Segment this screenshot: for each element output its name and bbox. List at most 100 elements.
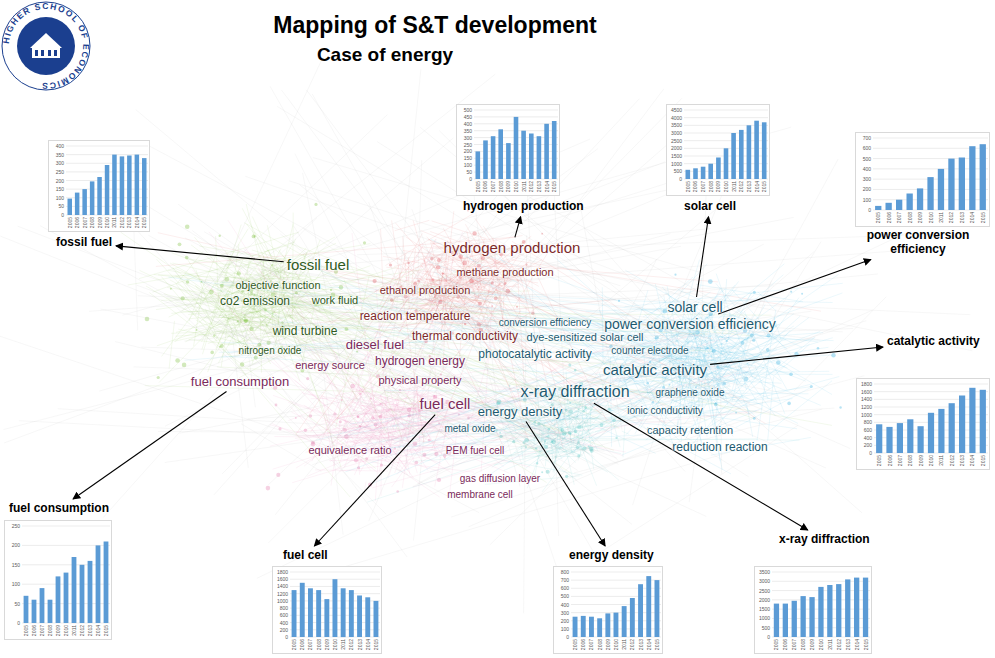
term-text: power conversion efficiency — [604, 316, 776, 332]
bar — [938, 409, 944, 453]
map-term: fuel consumption — [190, 375, 290, 390]
axis-tick: 2500 — [755, 588, 770, 594]
axis-year: 2007 — [897, 455, 903, 469]
axis-tick: 1400 — [857, 396, 872, 402]
callout-arrow — [526, 422, 605, 547]
map-term: PEM fuel cell — [446, 445, 504, 456]
axis-year: 2014 — [95, 625, 101, 639]
axis-tick: 800 — [273, 605, 288, 611]
bar — [638, 584, 643, 637]
axis-year: 2011 — [71, 625, 77, 639]
bar — [959, 158, 965, 211]
bar — [127, 156, 132, 216]
axis-tick: 200 — [857, 442, 872, 448]
bar — [948, 159, 954, 210]
callout-text: solar cell — [684, 200, 736, 214]
axis-year: 2011 — [340, 639, 346, 653]
bar — [349, 590, 354, 637]
axis-tick: 250 — [5, 523, 20, 529]
axis-tick: 100 — [554, 626, 569, 632]
bar — [514, 117, 519, 179]
bar — [630, 598, 635, 637]
axis-year: 2008 — [800, 639, 806, 653]
bar — [646, 576, 651, 637]
axis-year: 2012 — [738, 181, 744, 195]
axis-year: 2008 — [907, 212, 913, 226]
axis-year: 2015 — [141, 217, 147, 231]
axis-year: 2009 — [917, 212, 923, 226]
map-term: equivalence ratio — [308, 444, 391, 456]
axis-tick: 1500 — [755, 606, 770, 612]
axis-tick: 50 — [49, 203, 64, 209]
axis-tick: 0 — [5, 620, 20, 626]
axis-tick: 700 — [554, 577, 569, 583]
term-text: x-ray diffraction — [520, 383, 629, 401]
axis-tick: 0 — [49, 212, 64, 218]
term-text: hydrogen production — [444, 239, 581, 256]
axis-year: 2009 — [809, 639, 815, 653]
axis-tick: 800 — [554, 569, 569, 575]
bar — [614, 613, 619, 637]
callout-label: hydrogen production — [462, 200, 585, 214]
axis-tick: 4000 — [667, 115, 682, 121]
axis-tick: 0 — [667, 176, 682, 182]
bar — [506, 143, 511, 179]
bar — [708, 164, 713, 179]
callout-text: hydrogen production — [463, 200, 584, 214]
axis-year: 2013 — [959, 212, 965, 226]
axis-year: 2008 — [47, 625, 53, 639]
axis-year: 2011 — [938, 212, 944, 226]
axis-year: 2006 — [580, 639, 586, 653]
axis-tick: 600 — [554, 585, 569, 591]
axis-year: 2010 — [928, 212, 934, 226]
axis-year: 2007 — [700, 181, 706, 195]
bar — [68, 199, 73, 215]
axis-year: 2006 — [31, 625, 37, 639]
axis-year: 2014 — [969, 455, 975, 469]
axis-year: 2005 — [876, 455, 882, 469]
slide-subtitle: Case of energy — [285, 44, 485, 66]
bar — [762, 122, 767, 179]
bar — [754, 121, 759, 179]
bar — [544, 124, 549, 179]
map-term: membrane cell — [447, 489, 513, 500]
axis-year: 2010 — [723, 181, 729, 195]
callout-arrow — [697, 217, 709, 297]
axis-tick: 2500 — [667, 138, 682, 144]
callout-label: energy density — [568, 549, 655, 563]
bar — [655, 580, 660, 637]
bar — [90, 181, 95, 215]
bar — [476, 151, 481, 179]
axis-tick: 1200 — [857, 404, 872, 410]
axis-year: 2013 — [845, 639, 851, 653]
bar — [622, 606, 627, 637]
axis-tick: 2000 — [755, 597, 770, 603]
axis-year: 2005 — [685, 181, 691, 195]
map-term: hydrogen production — [443, 239, 582, 256]
bar — [498, 129, 503, 179]
map-term: photocatalytic activity — [478, 348, 591, 361]
axis-year: 2015 — [761, 181, 767, 195]
axis-year: 2011 — [938, 455, 944, 469]
axis-tick: 800 — [857, 419, 872, 425]
axis-year: 2014 — [365, 639, 371, 653]
map-term: capacity retention — [647, 424, 733, 436]
axis-year: 2007 — [896, 212, 902, 226]
bar — [491, 136, 496, 179]
bar — [374, 601, 379, 637]
axis-year: 2007 — [588, 639, 594, 653]
axis-year: 2013 — [87, 625, 93, 639]
bar — [97, 177, 102, 215]
axis-year: 2013 — [357, 639, 363, 653]
map-term: fossil fuel — [286, 256, 351, 273]
bar — [886, 427, 892, 453]
bar — [292, 590, 297, 637]
axis-year: 2012 — [629, 639, 635, 653]
axis-year: 2006 — [482, 181, 488, 195]
axis-tick: 300 — [856, 176, 871, 182]
axis-year: 2007 — [307, 639, 313, 653]
callout-text: energy density — [569, 549, 654, 563]
axis-year: 2006 — [692, 181, 698, 195]
axis-year: 2009 — [918, 455, 924, 469]
